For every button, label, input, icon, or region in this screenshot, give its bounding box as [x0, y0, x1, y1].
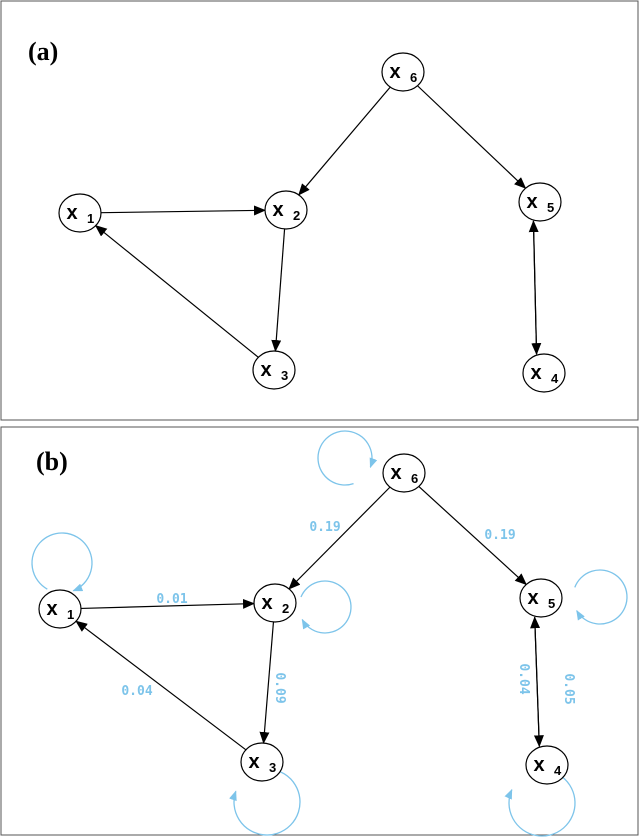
weight-label-x2-x3: 0.09 — [272, 672, 287, 703]
panel-b-self-loops — [31, 430, 628, 837]
edge-x2-x3 — [271, 228, 286, 353]
node-subscript: 3 — [269, 760, 276, 775]
node-letter: x — [530, 362, 541, 384]
node-letter: x — [261, 592, 272, 614]
edge-x6-x5 — [418, 486, 527, 586]
panel-b-frame — [0, 426, 639, 836]
node-ellipse — [253, 583, 297, 623]
node-letter: x — [533, 754, 544, 776]
node-letter: x — [66, 202, 77, 224]
node-subscript: 4 — [554, 763, 562, 778]
node-ellipse — [522, 353, 566, 393]
self-loop-x1 — [31, 532, 93, 592]
node-subscript: 1 — [67, 607, 74, 622]
weight-label-x3-x1: 0.04 — [121, 684, 152, 699]
node-ellipse — [519, 578, 563, 618]
node-ellipse — [382, 453, 426, 493]
node-ellipse — [381, 52, 425, 92]
weight-label-x6-x5: 0.19 — [484, 528, 515, 543]
edge-x6-x5 — [417, 85, 527, 189]
node-subscript: 2 — [293, 208, 300, 223]
panel-a-frame — [0, 0, 639, 421]
node-subscript: 6 — [411, 471, 418, 486]
edge-x6-x2 — [288, 486, 391, 590]
node-subscript: 2 — [282, 601, 289, 616]
weight-label-x5-x4: 0.05 — [561, 673, 576, 704]
node-letter: x — [260, 359, 271, 381]
self-loop-x2 — [300, 580, 352, 634]
edge-x1-x2 — [100, 205, 267, 216]
node-ellipse — [525, 745, 569, 785]
panel-a-edges — [94, 85, 542, 358]
node-letter: x — [248, 751, 259, 773]
node-letter: x — [272, 199, 283, 221]
self-loop-x6 — [317, 430, 378, 486]
edge-x5-x4 — [531, 221, 542, 356]
node-subscript: 5 — [548, 596, 555, 611]
node-letter: x — [389, 61, 400, 83]
node-ellipse — [240, 742, 284, 782]
weight-label-x4-x5: 0.04 — [516, 663, 531, 694]
panel-b-edges — [75, 486, 544, 751]
node-ellipse — [38, 589, 82, 629]
node-ellipse — [264, 190, 308, 230]
edge-x5-x4 — [533, 617, 544, 748]
weight-label-x6-x2: 0.19 — [309, 520, 340, 535]
node-subscript: 1 — [87, 211, 94, 226]
panel-b-weights: 0.19 0.19 0.01 0.09 0.04 0.04 0.05 — [121, 520, 576, 705]
self-loop-x3 — [229, 768, 301, 836]
node-letter: x — [46, 598, 57, 620]
edge-x3-x1 — [75, 620, 247, 751]
node-subscript: 4 — [551, 371, 559, 386]
self-loop-x5 — [574, 569, 628, 625]
node-letter: x — [526, 191, 537, 213]
node-subscript: 3 — [281, 368, 288, 383]
panel-a-label: (a) — [28, 37, 58, 66]
node-subscript: 6 — [410, 70, 417, 85]
node-subscript: 5 — [547, 200, 554, 215]
weight-label-x1-x2: 0.01 — [156, 592, 187, 607]
edge-x1-x2 — [80, 598, 256, 610]
edge-x6-x2 — [298, 86, 391, 196]
node-letter: x — [527, 587, 538, 609]
node-letter: x — [390, 462, 401, 484]
node-ellipse — [58, 193, 102, 233]
node-ellipse — [518, 182, 562, 222]
panel-b-label: (b) — [36, 447, 68, 476]
edge-x2-x3 — [259, 621, 275, 745]
edge-x3-x1 — [94, 225, 259, 358]
node-ellipse — [252, 350, 296, 390]
